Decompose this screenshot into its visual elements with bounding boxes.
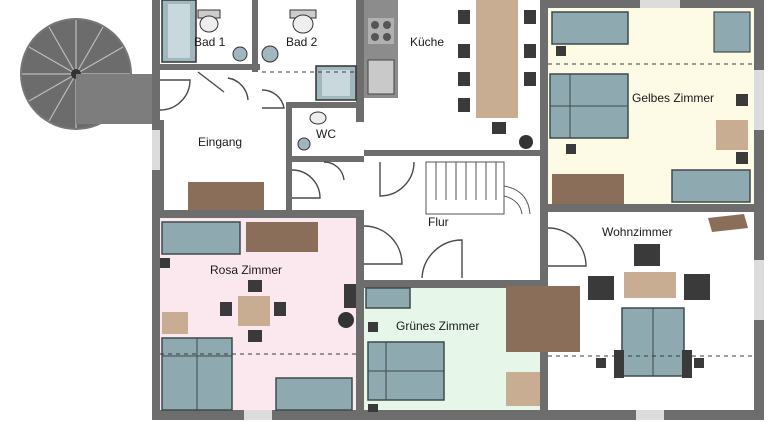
label-bad1: Bad 1 (194, 35, 226, 49)
label-kueche: Küche (410, 35, 444, 49)
wc-fixtures (297, 111, 327, 151)
eingang-bench (188, 182, 264, 210)
label-eingang: Eingang (198, 135, 242, 149)
staircase (425, 161, 531, 215)
spiral-staircase (20, 18, 154, 130)
label-wc: WC (316, 127, 336, 141)
walls (152, 0, 764, 420)
gruenes-zimmer-furniture (365, 287, 445, 412)
label-flur: Flur (428, 215, 449, 229)
rosa-zimmer-furniture (160, 221, 356, 411)
bad1-fixtures (161, 0, 248, 63)
wohnzimmer-furniture (506, 214, 754, 406)
windows (152, 0, 764, 420)
label-gelbes-zimmer: Gelbes Zimmer (632, 91, 714, 105)
label-wohnzimmer: Wohnzimmer (602, 225, 672, 239)
kitchen-furniture (364, 0, 536, 149)
gelbes-zimmer-furniture (548, 11, 754, 204)
label-bad2: Bad 2 (286, 35, 318, 49)
doors (159, 71, 587, 279)
label-gruenes-zimmer: Grünes Zimmer (396, 319, 479, 333)
label-rosa-zimmer: Rosa Zimmer (210, 263, 282, 277)
bad2-fixtures (261, 9, 357, 101)
